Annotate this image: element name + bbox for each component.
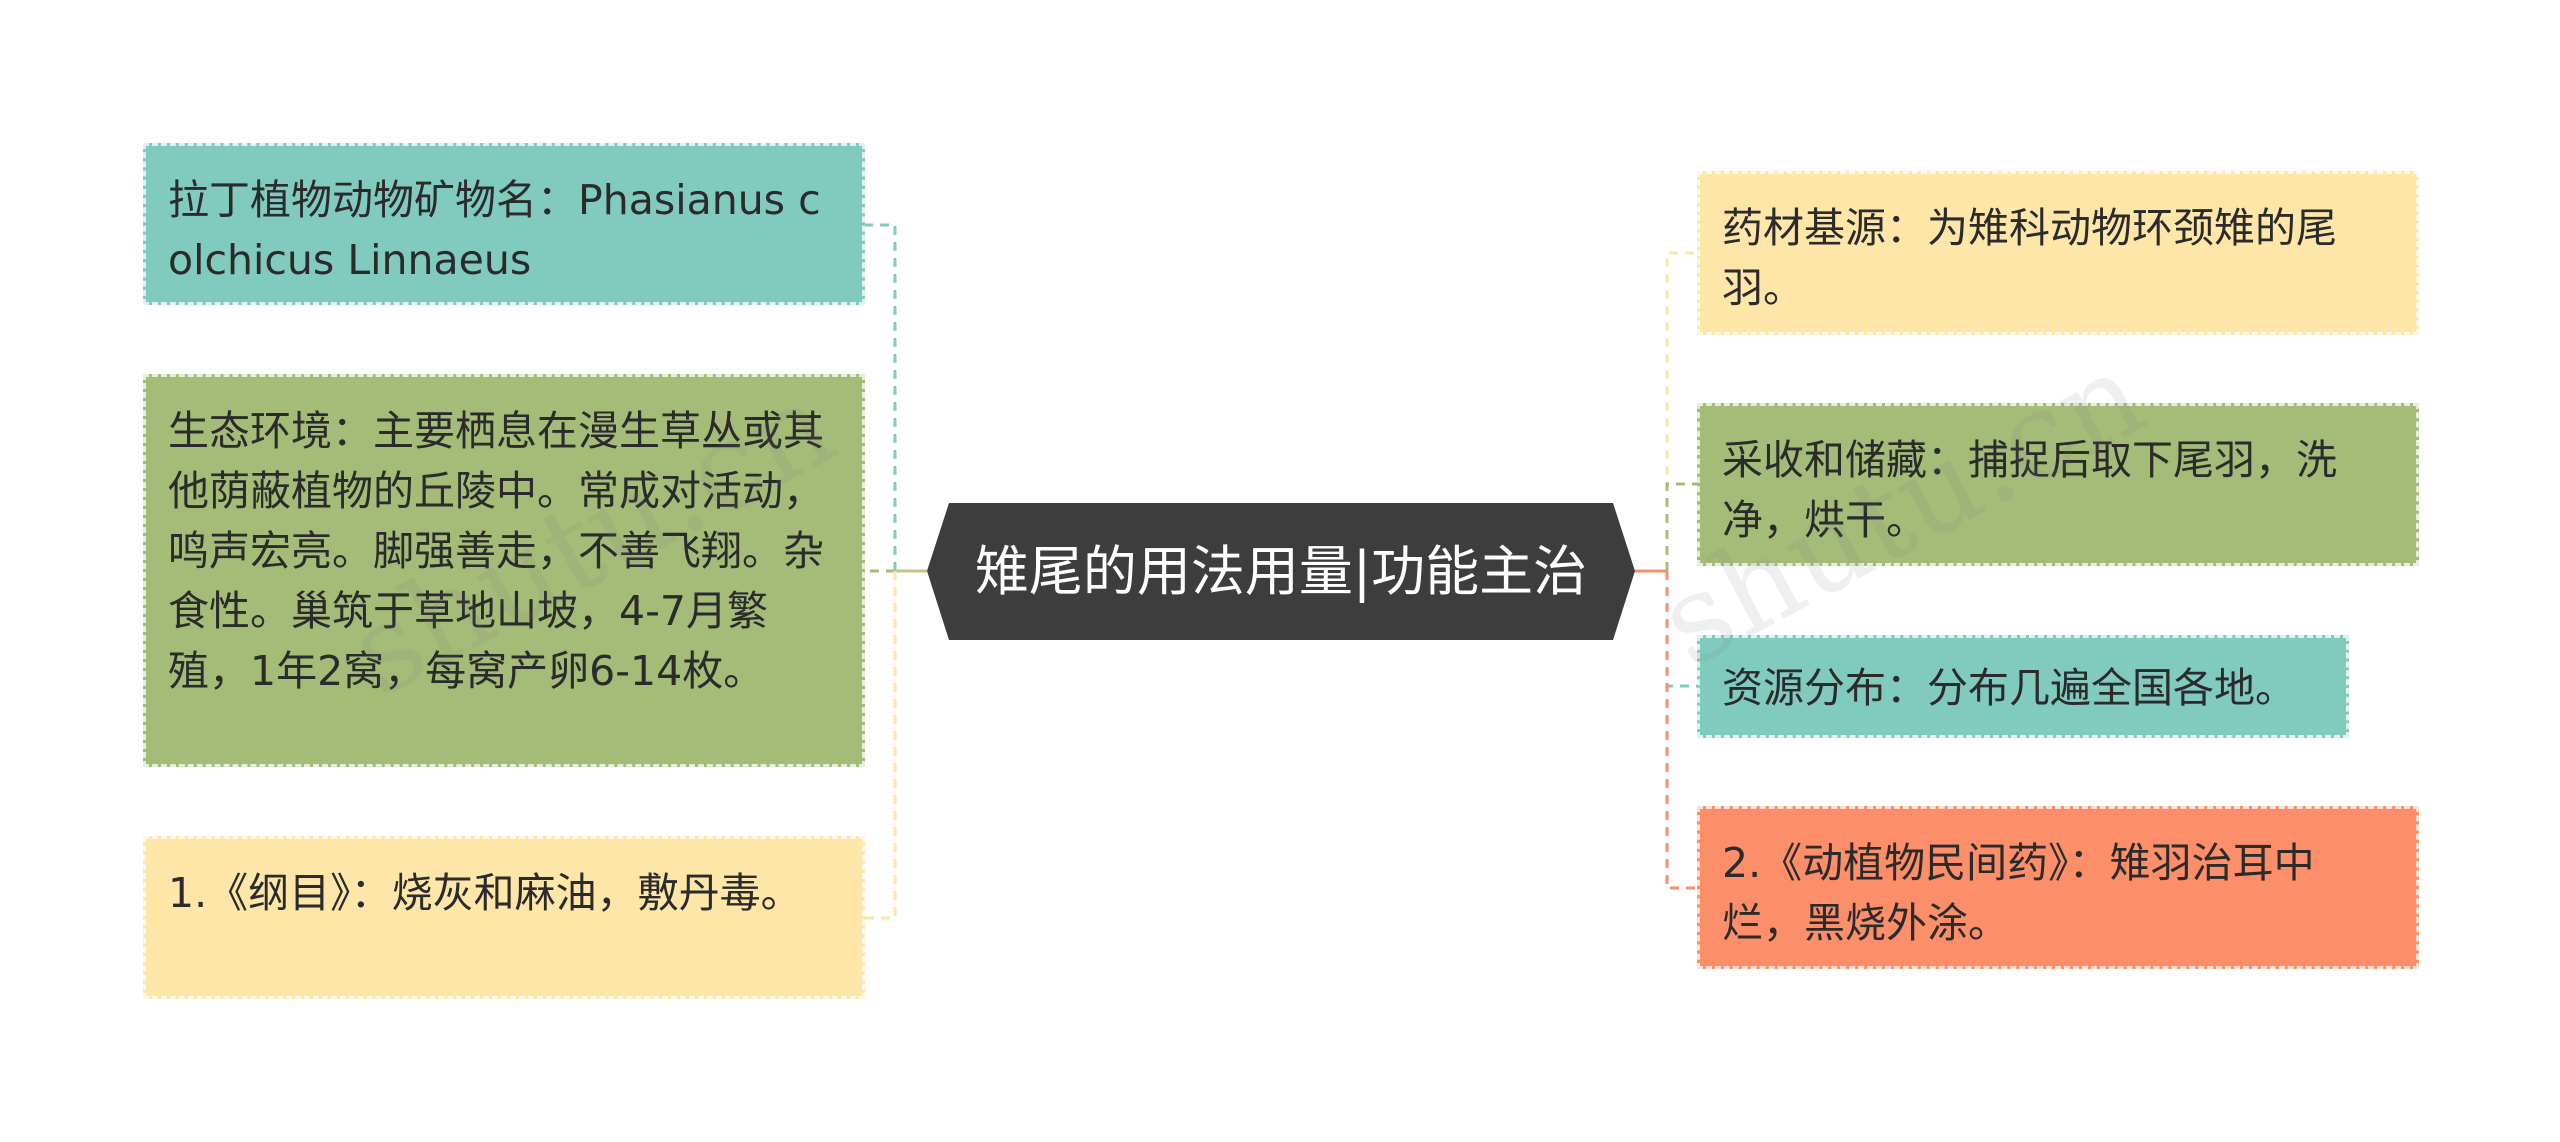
node-folk-medicine-text: 2.《动植物民间药》：雉羽治耳中烂，黑烧外涂。: [1722, 839, 2315, 947]
center-topic-title: 雉尾的用法用量|功能主治: [974, 540, 1588, 603]
node-latin-name[interactable]: 拉丁植物动物矿物名：Phasianus colchicus Linnaeus: [143, 143, 865, 305]
node-medicinal-source[interactable]: 药材基源：为雉科动物环颈雉的尾羽。: [1697, 171, 2419, 335]
node-harvest-storage[interactable]: 采收和储藏：捕捉后取下尾羽，洗净，烘干。: [1697, 403, 2419, 566]
connector-left-to-latin: [865, 223, 897, 571]
node-distribution-text: 资源分布：分布几遍全国各地。: [1722, 664, 2296, 712]
node-gangmu-usage[interactable]: 1.《纲目》：烧灰和麻油，敷丹毒。: [143, 836, 865, 999]
node-folk-medicine[interactable]: 2.《动植物民间药》：雉羽治耳中烂，黑烧外涂。: [1697, 806, 2419, 969]
connector-right-to-folk: [1665, 571, 1697, 890]
center-hexagon-shape: [927, 503, 1635, 640]
connector-right-to-distribution: [1665, 571, 1697, 688]
node-latin-name-text: 拉丁植物动物矿物名：Phasianus colchicus Linnaeus: [168, 176, 821, 284]
node-habitat[interactable]: 生态环境：主要栖息在漫生草丛或其他荫蔽植物的丘陵中。常成对活动，鸣声宏亮。脚强善…: [143, 374, 865, 767]
node-distribution[interactable]: 资源分布：分布几遍全国各地。: [1697, 635, 2349, 738]
node-harvest-storage-text: 采收和储藏：捕捉后取下尾羽，洗净，烘干。: [1722, 436, 2337, 544]
connector-left-to-gangmu: [865, 571, 897, 920]
connector-right-to-harvest: [1665, 482, 1697, 571]
node-habitat-text: 生态环境：主要栖息在漫生草丛或其他荫蔽植物的丘陵中。常成对活动，鸣声宏亮。脚强善…: [168, 407, 824, 695]
center-topic-node[interactable]: 雉尾的用法用量|功能主治: [927, 503, 1635, 640]
node-medicinal-source-text: 药材基源：为雉科动物环颈雉的尾羽。: [1722, 204, 2337, 312]
node-gangmu-usage-text: 1.《纲目》：烧灰和麻油，敷丹毒。: [168, 869, 802, 917]
connector-right-to-source: [1665, 251, 1697, 571]
